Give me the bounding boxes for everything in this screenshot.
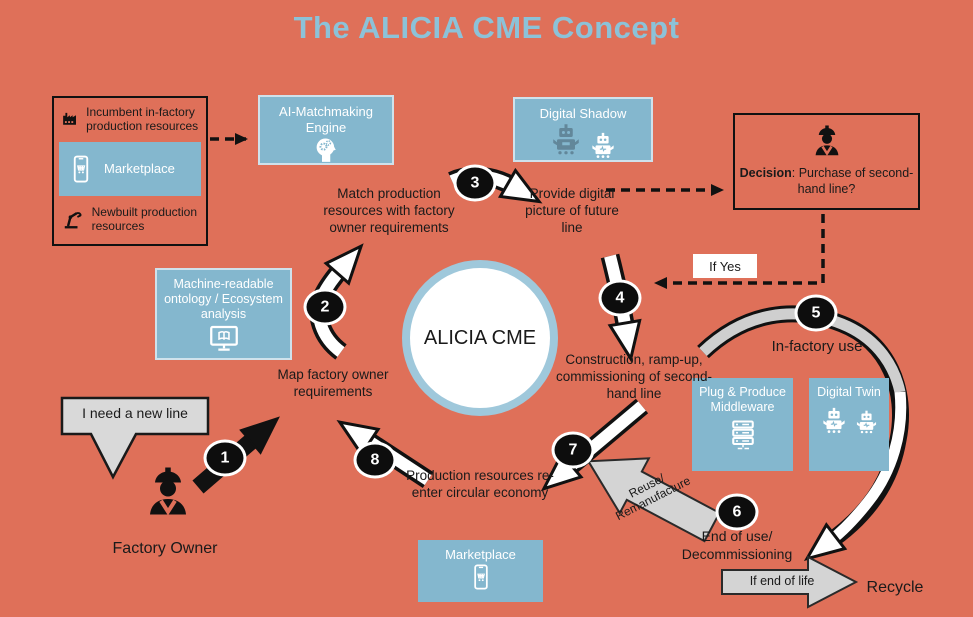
speech-bubble-text: I need a new line bbox=[82, 405, 188, 421]
digital-shadow-box: Digital Shadow bbox=[513, 97, 653, 162]
white-robot-icon bbox=[592, 132, 614, 158]
decision-bold: Decision bbox=[739, 166, 792, 180]
marketplace-phone-icon bbox=[73, 155, 89, 183]
head-gears-icon bbox=[316, 138, 336, 163]
decision-text: Decision: Purchase of second-hand line? bbox=[735, 165, 918, 198]
ontology-box: Machine-readable ontology / Ecosystem an… bbox=[155, 268, 292, 360]
resource-row-newbuilt: Newbuilt production resources bbox=[54, 198, 206, 240]
reuse-arrow bbox=[586, 457, 721, 543]
digital-shadow-label: Digital Shadow bbox=[539, 106, 627, 121]
resource-row-incumbent: Incumbent in-factory production resource… bbox=[54, 98, 206, 140]
plug-produce-label: Plug & Produce Middleware bbox=[699, 385, 786, 414]
speech-bubble bbox=[60, 396, 210, 480]
alicia-cme-label: ALICIA CME bbox=[423, 326, 537, 349]
step-badge-1: 1 bbox=[203, 439, 247, 477]
provide-picture-text: Provide digital picture of future line bbox=[525, 186, 619, 235]
resource-box: Incumbent in-factory production resource… bbox=[52, 96, 208, 246]
marketplace-phone-icon bbox=[473, 564, 488, 590]
recycle-text: Recycle bbox=[866, 579, 924, 596]
digital-twin-box: Digital Twin bbox=[809, 378, 889, 471]
in-factory-use-text: In-factory use bbox=[771, 338, 863, 355]
ai-matchmaking-label: AI-Matchmaking Engine bbox=[279, 104, 373, 135]
step-badge-5: 5 bbox=[794, 294, 838, 332]
step-badge-7: 7 bbox=[551, 431, 595, 469]
in-factory-arc-gray bbox=[699, 308, 906, 394]
end-of-use-text: End of use/ Decommissioning bbox=[681, 528, 793, 562]
construction-text: Construction, ramp-up, commissioning of … bbox=[555, 352, 713, 401]
plug-produce-box: Plug & Produce Middleware bbox=[692, 378, 793, 471]
production-reenter-text: Production resources re-enter circular e… bbox=[406, 468, 554, 500]
monitor-book-icon bbox=[209, 325, 238, 351]
factory-owner-icon bbox=[150, 467, 186, 516]
resource-label-marketplace: Marketplace bbox=[104, 161, 175, 177]
digital-twin-label: Digital Twin bbox=[817, 385, 881, 399]
dashed-arrow-if-yes bbox=[654, 214, 825, 289]
server-icon bbox=[731, 420, 754, 450]
page-title: The ALICIA CME Concept bbox=[293, 10, 680, 45]
shadow-robot-icon bbox=[553, 123, 579, 154]
digital-twin-robot-icon bbox=[856, 410, 876, 434]
match-resources-text: Match production resources with factory … bbox=[323, 186, 455, 235]
ontology-label: Machine-readable ontology / Ecosystem an… bbox=[164, 277, 283, 321]
step-badge-2: 2 bbox=[303, 288, 347, 326]
step-badge-3: 3 bbox=[453, 164, 497, 202]
decision-person-icon bbox=[815, 125, 838, 156]
step-badge-6: 6 bbox=[715, 493, 759, 531]
marketplace-label: Marketplace bbox=[445, 547, 516, 562]
resource-row-marketplace: Marketplace bbox=[59, 142, 201, 196]
robot-arm-icon bbox=[64, 212, 82, 229]
map-requirements-text: Map factory owner requirements bbox=[277, 367, 389, 399]
factory-icon bbox=[63, 112, 76, 125]
if-end-of-life-arrow bbox=[721, 555, 859, 609]
digital-twin-robot-icon bbox=[822, 407, 845, 433]
factory-owner-text: Factory Owner bbox=[112, 540, 218, 557]
resource-label-newbuilt: Newbuilt production resources bbox=[91, 204, 198, 233]
decision-box: Decision: Purchase of second-hand line? bbox=[733, 113, 920, 210]
decision-rest: : Purchase of second-hand line? bbox=[791, 166, 914, 197]
step-badge-4: 4 bbox=[598, 279, 642, 317]
in-factory-arc-white bbox=[803, 391, 907, 562]
if-end-of-life-text: If end of life bbox=[749, 574, 815, 588]
marketplace-box: Marketplace bbox=[418, 540, 543, 602]
ai-matchmaking-box: AI-Matchmaking Engine bbox=[258, 95, 394, 165]
step-badge-8: 8 bbox=[353, 441, 397, 479]
if-yes-label: If Yes bbox=[693, 254, 757, 278]
alicia-cme-circle: ALICIA CME bbox=[402, 260, 558, 416]
resource-label-incumbent: Incumbent in-factory production resource… bbox=[86, 104, 199, 133]
